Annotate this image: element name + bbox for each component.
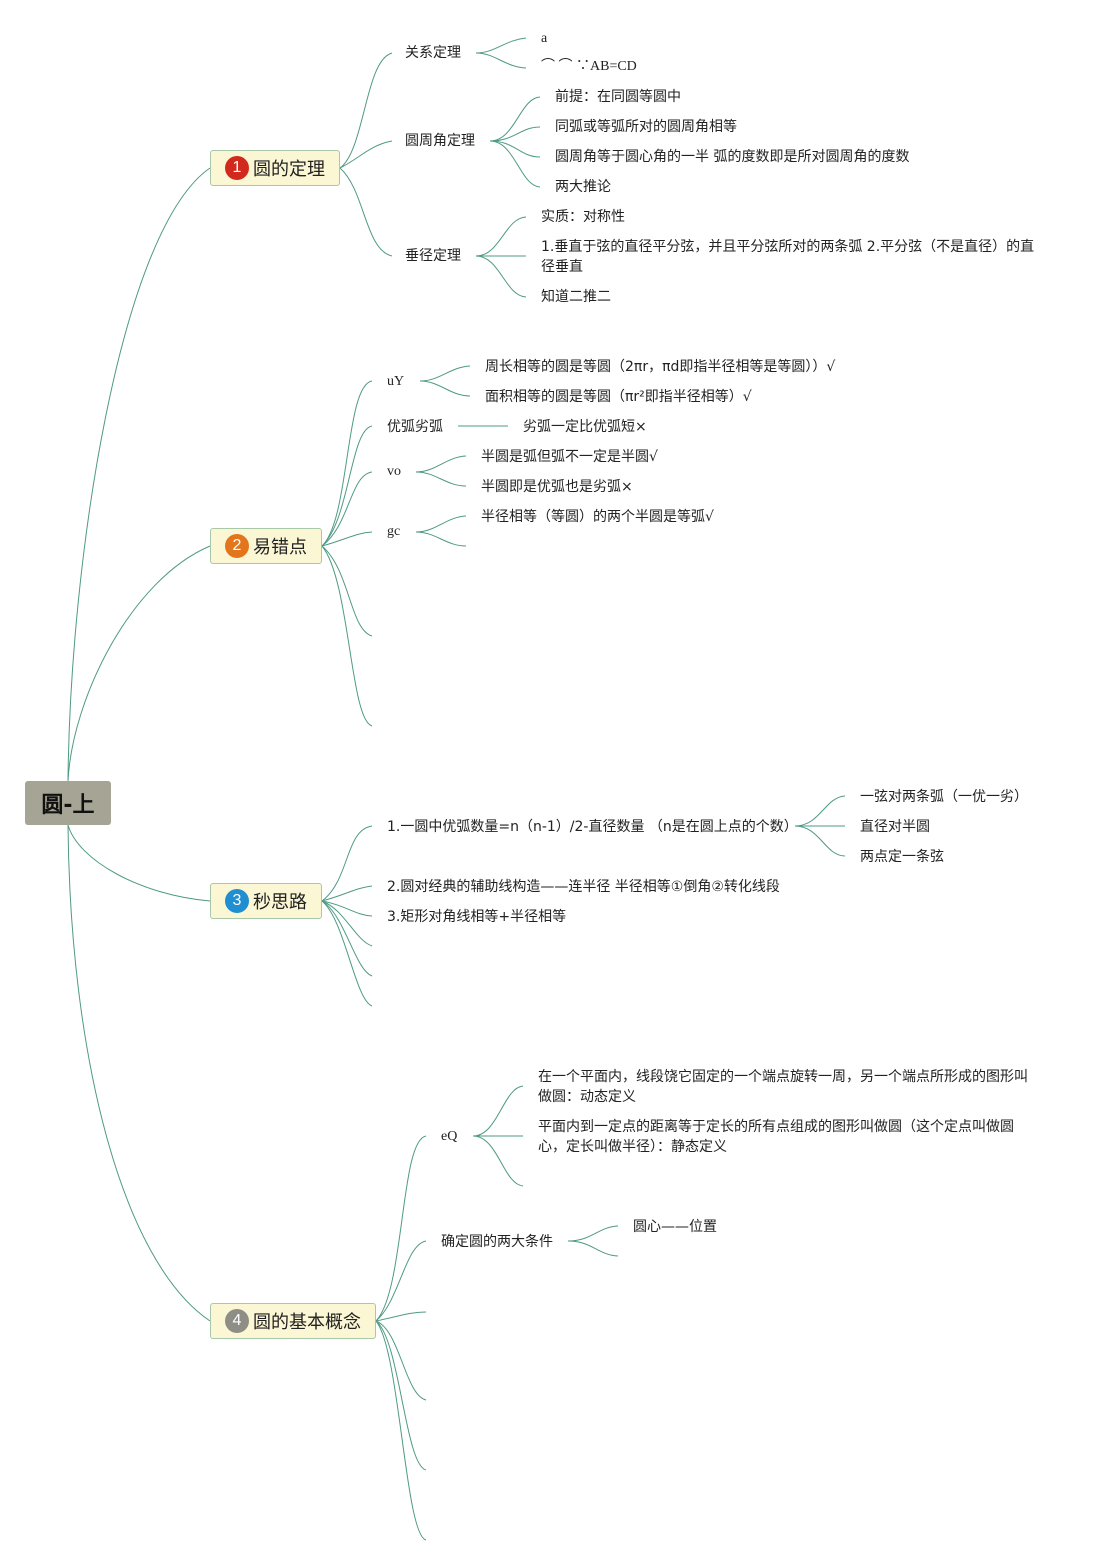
topic-auxiliary-lines[interactable]: 2.圆对经典的辅助线构造——连半径 半径相等①倒角②转化线段: [387, 879, 780, 895]
topic-two-conditions[interactable]: 确定圆的两大条件: [441, 1234, 553, 1250]
topic-vo[interactable]: vo: [387, 464, 401, 479]
topic-perpendicular-diameter-theorem[interactable]: 垂径定理: [405, 248, 461, 264]
root-topic[interactable]: 圆-上: [25, 781, 111, 825]
topic-relation-theorem[interactable]: 关系定理: [405, 45, 461, 61]
subtopic[interactable]: 周长相等的圆是等圆（2πr，πd即指半径相等是等圆））√: [485, 359, 836, 375]
branch-label: 圆的定理: [253, 159, 325, 180]
number-badge-icon: 1: [225, 156, 249, 180]
number-badge-icon: 3: [225, 889, 249, 913]
subtopic[interactable]: 平面内到一定点的距离等于定长的所有点组成的图形叫做圆（这个定点叫做圆心，定长叫做…: [538, 1119, 1014, 1155]
branch-label: 秒思路: [253, 892, 307, 913]
subtopic[interactable]: 1.垂直于弦的直径平分弦，并且平分弦所对的两条弧 2.平分弦（不是直径）的直径垂…: [541, 239, 1035, 275]
subtopic[interactable]: 劣弧一定比优弧短×: [523, 419, 647, 435]
subtopic[interactable]: 一弦对两条弧（一优一劣）: [860, 789, 1028, 805]
subtopic[interactable]: 在一个平面内，线段饶它固定的一个端点旋转一周，另一个端点所形成的图形叫做圆：动态…: [538, 1069, 1028, 1105]
topic-gc[interactable]: gc: [387, 524, 401, 539]
subtopic[interactable]: 半圆即是优弧也是劣弧×: [481, 479, 633, 495]
subtopic[interactable]: 同弧或等弧所对的圆周角相等: [555, 119, 737, 135]
subtopic[interactable]: 圆周角等于圆心角的一半 弧的度数即是所对圆周角的度数: [555, 149, 910, 165]
branch-quick-ideas[interactable]: 3 秒思路: [210, 883, 322, 919]
subtopic[interactable]: 知道二推二: [541, 289, 611, 305]
subtopic[interactable]: 直径对半圆: [860, 819, 930, 835]
branch-common-mistakes[interactable]: 2 易错点: [210, 528, 322, 564]
topic-eq[interactable]: eQ: [441, 1129, 458, 1144]
topic-uy[interactable]: uY: [387, 374, 405, 389]
subtopic[interactable]: 实质：对称性: [541, 209, 625, 225]
subtopic[interactable]: 半圆是弧但弧不一定是半圆√: [481, 449, 658, 465]
branch-basic-concepts[interactable]: 4 圆的基本概念: [210, 1303, 376, 1339]
subtopic[interactable]: ⌒ ⌒ ∵AB=CD: [541, 59, 637, 74]
subtopic[interactable]: a: [541, 31, 548, 46]
number-badge-icon: 4: [225, 1309, 249, 1333]
topic-arc-count[interactable]: 1.一圆中优弧数量=n（n-1）/2-直径数量 （n是在圆上点的个数）: [387, 819, 798, 835]
topic-inscribed-angle-theorem[interactable]: 圆周角定理: [405, 133, 475, 149]
branch-label: 易错点: [253, 537, 307, 558]
subtopic[interactable]: 圆心——位置: [633, 1219, 717, 1235]
subtopic[interactable]: 面积相等的圆是等圆（πr²即指半径相等）√: [485, 389, 752, 405]
subtopic[interactable]: 两大推论: [555, 179, 611, 195]
subtopic[interactable]: 前提：在同圆等圆中: [555, 89, 681, 105]
subtopic[interactable]: 半径相等（等圆）的两个半圆是等弧√: [481, 509, 714, 525]
number-badge-icon: 2: [225, 534, 249, 558]
branch-circle-theorems[interactable]: 1 圆的定理: [210, 150, 340, 186]
topic-major-minor-arc[interactable]: 优弧劣弧: [387, 419, 443, 435]
subtopic[interactable]: 两点定一条弦: [860, 849, 944, 865]
branch-label: 圆的基本概念: [253, 1312, 361, 1333]
topic-rectangle-diagonals[interactable]: 3.矩形对角线相等+半径相等: [387, 909, 567, 925]
